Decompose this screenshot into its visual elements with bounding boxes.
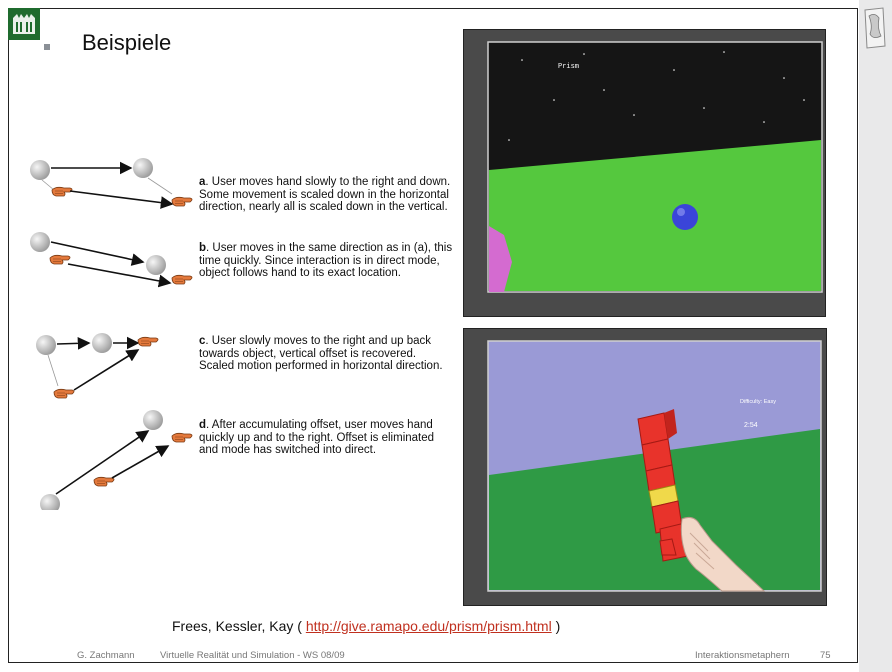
prism-scene-image: Prism <box>464 30 825 316</box>
description-b-text: User moves in the same direction as in (… <box>199 242 453 279</box>
description-a-text: User moves hand slowly to the right and … <box>199 176 451 213</box>
description-c-text: User slowly moves to the right and up ba… <box>199 335 443 372</box>
prism-link[interactable]: http://give.ramapo.edu/prism/prism.html <box>305 618 552 634</box>
slide-title: Beispiele <box>82 30 172 55</box>
caption-suffix: ) <box>551 618 561 634</box>
description-b-letter: b <box>199 242 207 254</box>
blocks-scene-image: Difficulty: Easy 2:54 <box>464 329 826 605</box>
sidebar <box>859 0 892 672</box>
title-bullet <box>44 44 50 50</box>
slide-frame <box>8 8 858 663</box>
university-seal-icon <box>864 7 886 49</box>
description-a: a. User moves hand slowly to the right a… <box>199 176 451 213</box>
video-blocks-scene[interactable]: Difficulty: Easy 2:54 <box>463 328 827 606</box>
timer-label: 2:54 <box>744 422 758 429</box>
diagram-b <box>30 232 193 288</box>
prism-label: Prism <box>558 63 579 71</box>
description-c: c. User slowly moves to the right and up… <box>199 335 443 372</box>
diagram-c <box>36 333 159 399</box>
description-a-letter: a <box>199 176 206 188</box>
description-c-letter: c <box>199 335 206 347</box>
description-d-text: After accumulating offset, user moves ha… <box>199 419 435 456</box>
diagram-a <box>30 158 193 209</box>
caption-prefix: Frees, Kessler, Kay ( <box>172 618 306 634</box>
description-d-letter: d <box>199 419 207 431</box>
prism-movement-diagram <box>30 158 193 510</box>
footer-course: Virtuelle Realität und Simulation - WS 0… <box>160 650 345 661</box>
citation-caption: Frees, Kessler, Kay ( http://give.ramapo… <box>172 618 560 634</box>
video-prism-scene[interactable]: Prism <box>463 29 826 317</box>
university-logo <box>8 8 40 40</box>
difficulty-label: Difficulty: Easy <box>740 399 776 405</box>
description-d: d. After accumulating offset, user moves… <box>199 419 435 456</box>
footer-page-number: 75 <box>820 650 831 661</box>
description-b: b. User moves in the same direction as i… <box>199 242 453 279</box>
diagram-d <box>40 410 193 510</box>
footer-author: G. Zachmann <box>77 650 135 661</box>
footer-topic: Interaktionsmetaphern <box>695 650 790 661</box>
